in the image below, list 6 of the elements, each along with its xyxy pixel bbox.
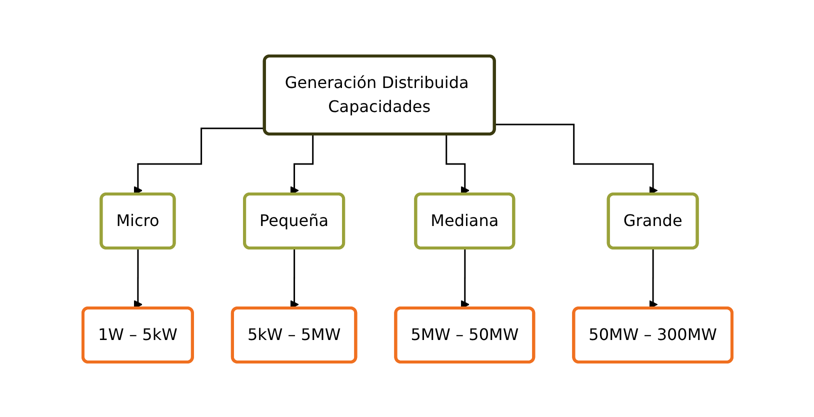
arrow [648,247,658,308]
arrow [133,247,142,308]
arrow [494,123,658,194]
arrow [460,247,469,308]
arrow [133,127,264,194]
arrow [290,247,298,308]
